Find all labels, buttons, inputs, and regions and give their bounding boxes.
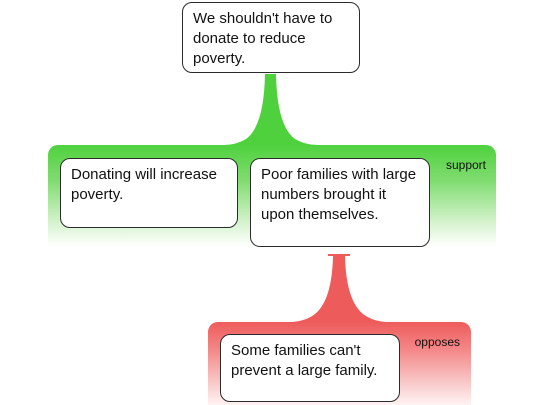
support-connector bbox=[224, 74, 318, 145]
objection-node[interactable]: Some families can't prevent a large fami… bbox=[220, 334, 400, 402]
root-claim-node[interactable]: We shouldn't have to donate to reduce po… bbox=[182, 2, 360, 73]
opposes-label: opposes bbox=[414, 335, 460, 349]
support-reason-node-2[interactable]: Poor families with large numbers brought… bbox=[250, 158, 430, 247]
support-reason-node-1[interactable]: Donating will increase poverty. bbox=[60, 158, 238, 228]
opposes-connector bbox=[292, 256, 386, 322]
opposes-connector-cap bbox=[328, 254, 350, 256]
support-label: support bbox=[445, 158, 486, 172]
